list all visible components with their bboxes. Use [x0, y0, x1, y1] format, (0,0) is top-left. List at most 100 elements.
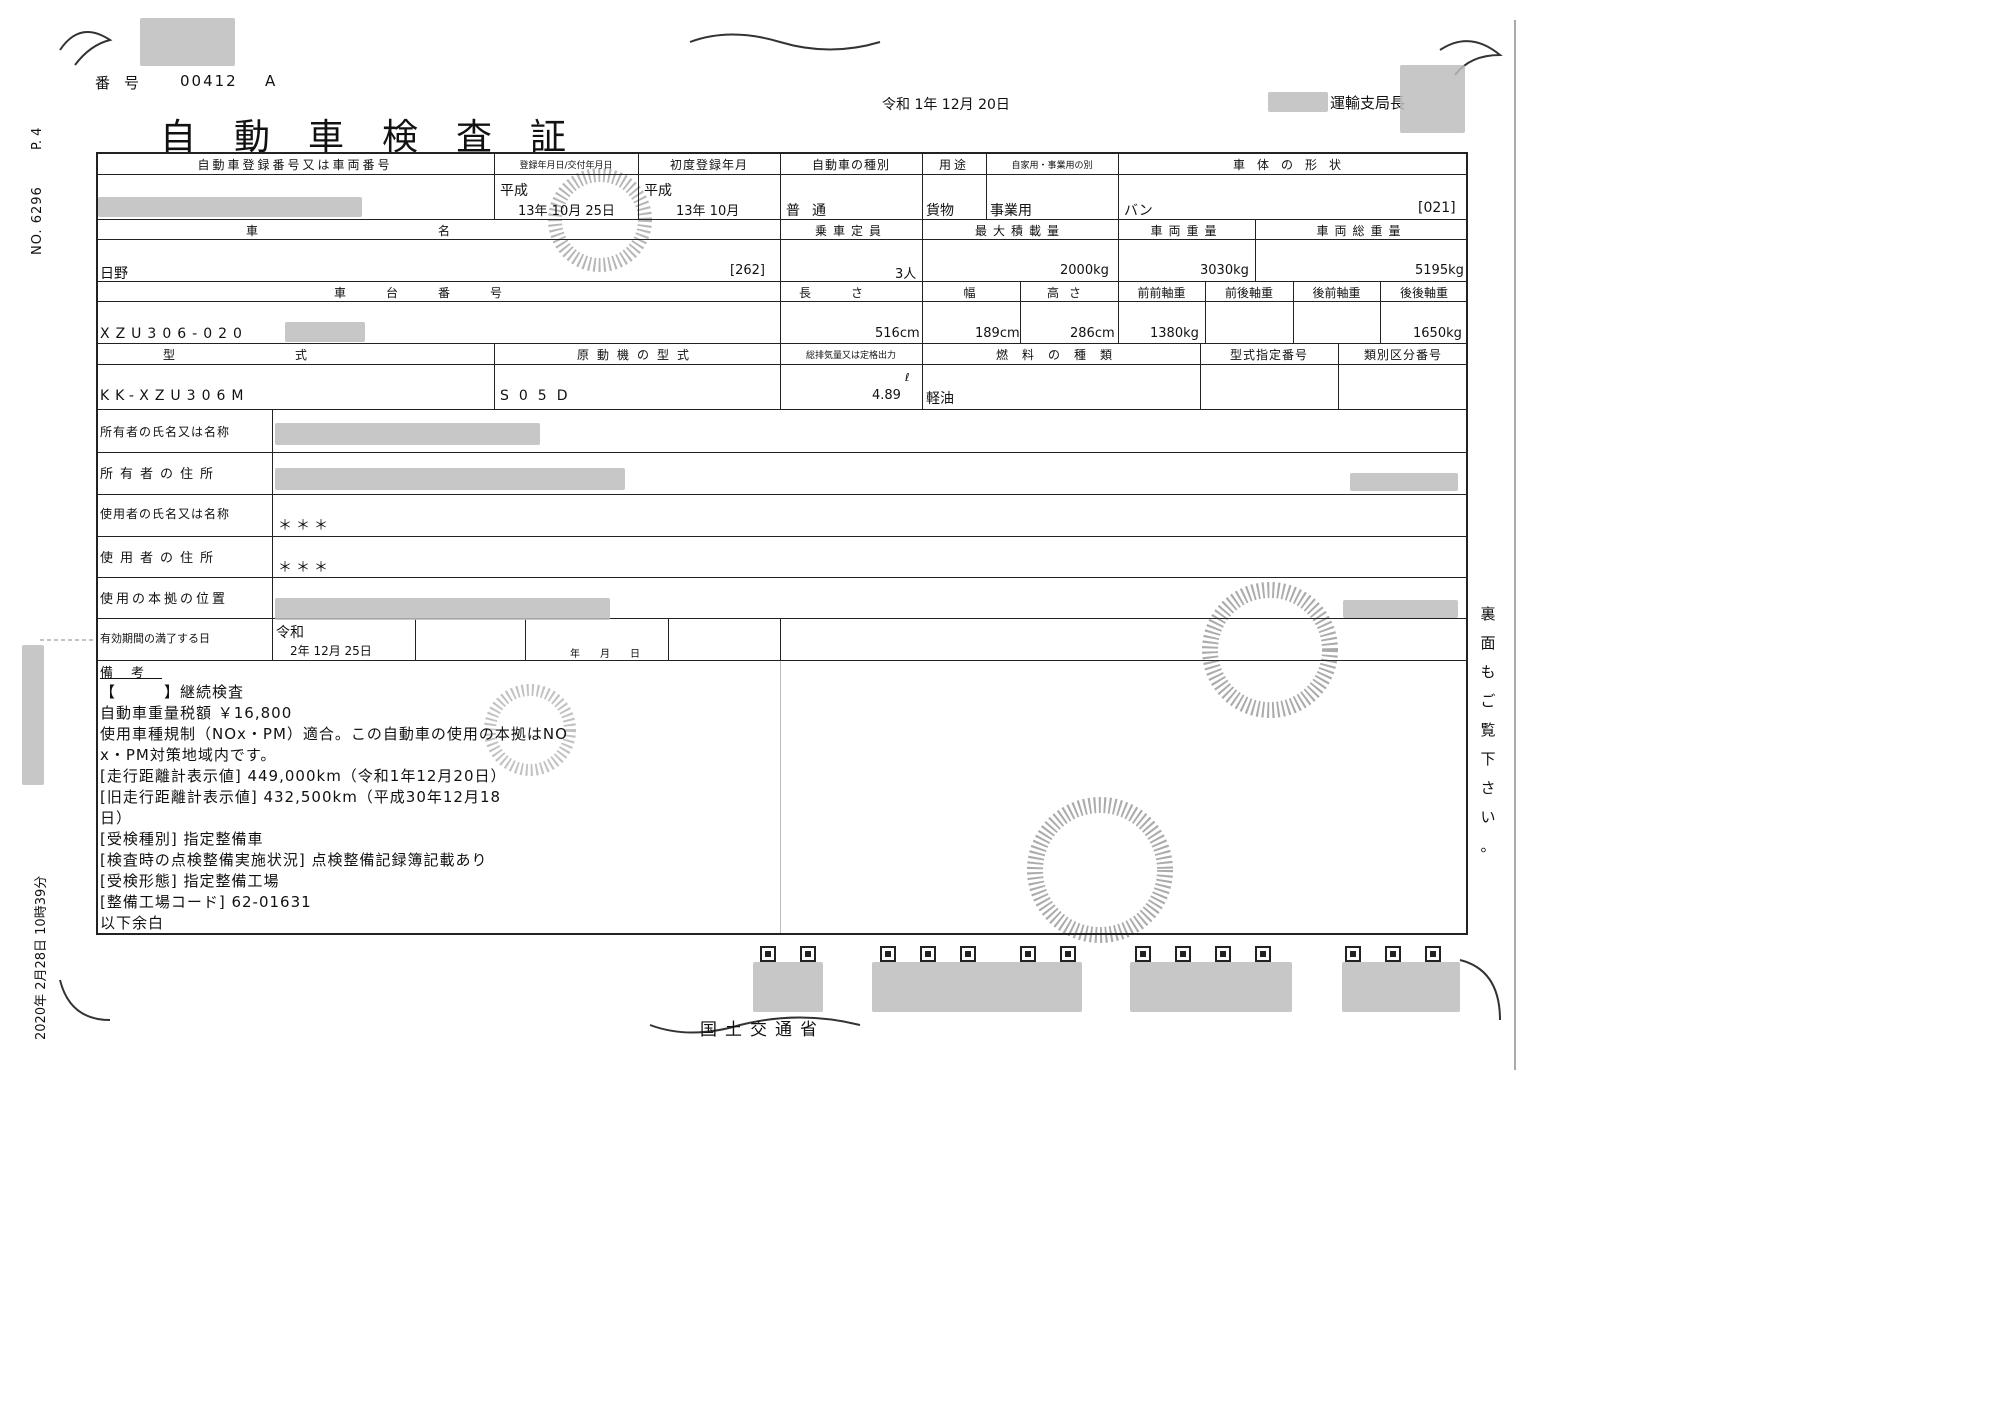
- expiry-blank: 年 月 日: [570, 649, 640, 660]
- remarks-line: [受検形態] 指定整備工場: [100, 872, 280, 890]
- capacity: 3人: [895, 267, 917, 282]
- first-registration-era: 平成: [644, 183, 672, 199]
- redacted-authority-prefix: [1268, 92, 1328, 112]
- footer-code-marker: [1175, 946, 1191, 962]
- side-note-vertical: 裏面もご覧下さい。: [1478, 600, 1498, 861]
- label-base-location: 使用の本拠の位置: [100, 592, 229, 607]
- body-shape: バン: [1124, 203, 1153, 219]
- remarks-line: 日）: [100, 809, 133, 827]
- side-note-char: も: [1480, 663, 1496, 681]
- redacted-footer-block-2: [872, 962, 1082, 1012]
- issue-date: 令和 1年 12月 20日: [882, 97, 1010, 113]
- footer-code-marker: [1255, 946, 1271, 962]
- side-note-char: 。: [1480, 837, 1496, 855]
- header-front-front-axle: 前前軸重: [1137, 286, 1186, 300]
- header-type-designation: 型式指定番号: [1229, 348, 1308, 362]
- remarks-line: x・PM対策地域内です。: [100, 746, 277, 764]
- height: 286cm: [1070, 326, 1115, 341]
- registration-date: 13年 10月 25日: [518, 204, 615, 219]
- header-body-shape: 車体の形状: [1232, 158, 1353, 172]
- header-chassis-number: 車台番号: [333, 286, 542, 300]
- chassis-number: XZU306-020: [100, 326, 248, 342]
- engine-model: S05D: [500, 388, 578, 404]
- header-capacity: 乗車定員: [814, 224, 887, 238]
- side-note-char: 面: [1480, 634, 1496, 652]
- header-registration-number: 自動車登録番号又は車両番号: [197, 158, 393, 172]
- rear-rear-axle-weight: 1650kg: [1413, 326, 1462, 341]
- body-shape-code: [021]: [1418, 200, 1456, 216]
- header-fuel-type: 燃料の種類: [995, 348, 1126, 362]
- fuel-type: 軽油: [926, 391, 954, 407]
- redacted-base-code: [1343, 600, 1458, 618]
- footer-code-marker: [960, 946, 976, 962]
- header-private-business: 自家用・事業用の別: [1011, 161, 1093, 171]
- remarks-line: [受検種別] 指定整備車: [100, 830, 264, 848]
- redacted-side-block: [22, 645, 44, 785]
- registration-date-era: 平成: [500, 183, 528, 199]
- decorative-border-ornament: [40, 20, 1516, 1070]
- header-rear-front-axle: 後前軸重: [1312, 286, 1361, 300]
- redacted-seal: [1400, 65, 1465, 133]
- issuing-authority: 運輸支局長: [1330, 94, 1406, 112]
- document-title: 自動車検査証: [160, 117, 605, 158]
- header-rear-rear-axle: 後後軸重: [1399, 286, 1448, 300]
- header-use: 用途: [938, 158, 969, 172]
- side-note-char: 裏: [1480, 605, 1496, 623]
- label-owner-name: 所有者の氏名又は名称: [100, 425, 231, 439]
- label-owner-address: 所有者の住所: [100, 467, 221, 482]
- max-load: 2000kg: [1060, 263, 1109, 278]
- redacted-owner-address-code: [1350, 473, 1458, 491]
- footer-code-marker: [760, 946, 776, 962]
- vehicle-kind: 普通: [786, 203, 838, 219]
- fax-number-vertical: NO. 6296: [30, 186, 45, 255]
- side-note-char: さ: [1480, 779, 1496, 797]
- header-maker-name: 車名: [245, 224, 630, 238]
- header-registration-date: 登録年月日/交付年月日: [519, 161, 613, 171]
- expiry-date: 2年 12月 25日: [290, 644, 372, 658]
- header-vehicle-kind: 自動車の種別: [811, 158, 890, 172]
- length: 516cm: [875, 326, 920, 341]
- footer-code-marker: [1345, 946, 1361, 962]
- header-model: 型式: [162, 348, 427, 362]
- maker-name: 日野: [100, 266, 128, 282]
- remarks-heading: 備考: [100, 666, 163, 681]
- model: KK-XZU306M: [100, 388, 250, 404]
- number-suffix: A: [265, 72, 276, 90]
- footer-ministry: 国土交通省: [700, 1020, 825, 1040]
- remarks-line: [検査時の点検整備実施状況] 点検整備記録簿記載あり: [100, 851, 488, 869]
- redacted-base-location: [275, 598, 610, 620]
- remarks-line: 使用車種規制（NOx・PM）適合。この自動車の使用の本拠はNO: [100, 725, 568, 743]
- certificate-table: [96, 152, 1468, 935]
- label-user-address: 使用者の住所: [100, 551, 221, 566]
- remarks-line: [走行距離計表示値] 449,000km（令和1年12月20日）: [100, 767, 507, 785]
- footer-code-marker: [800, 946, 816, 962]
- redacted-chassis-suffix: [285, 322, 365, 342]
- header-class-number: 類別区分番号: [1363, 348, 1442, 362]
- footer-code-marker: [1020, 946, 1036, 962]
- number-value: 00412: [180, 72, 238, 90]
- remarks-line: 以下余白: [100, 914, 165, 932]
- footer-code-marker: [1215, 946, 1231, 962]
- side-note-char: い: [1480, 808, 1496, 826]
- header-width: 幅: [963, 286, 979, 300]
- fax-page-vertical: P. 4: [30, 127, 45, 150]
- front-front-axle-weight: 1380kg: [1150, 326, 1199, 341]
- header-gross-weight: 車両総重量: [1316, 224, 1407, 238]
- remarks-line: 【 】継続検査: [100, 683, 245, 701]
- header-length: 長さ: [798, 286, 903, 300]
- maker-code: [262]: [730, 263, 765, 278]
- header-front-rear-axle: 前後軸重: [1224, 286, 1273, 300]
- footer-code-marker: [1060, 946, 1076, 962]
- width: 189cm: [975, 326, 1020, 341]
- redacted-owner-name: [275, 423, 540, 445]
- fax-timestamp-vertical: 2020年 2月28日 10時39分: [34, 875, 49, 1040]
- redacted-footer-block-3: [1130, 962, 1292, 1012]
- vehicle-use: 貨物: [926, 203, 954, 219]
- redacted-owner-address: [275, 468, 625, 490]
- side-note-char: ご: [1480, 692, 1496, 710]
- side-note-char: 覧: [1480, 721, 1496, 739]
- remarks-line: [整備工場コード] 62-01631: [100, 893, 312, 911]
- private-business: 事業用: [990, 203, 1032, 219]
- redacted-header-block: [140, 18, 235, 66]
